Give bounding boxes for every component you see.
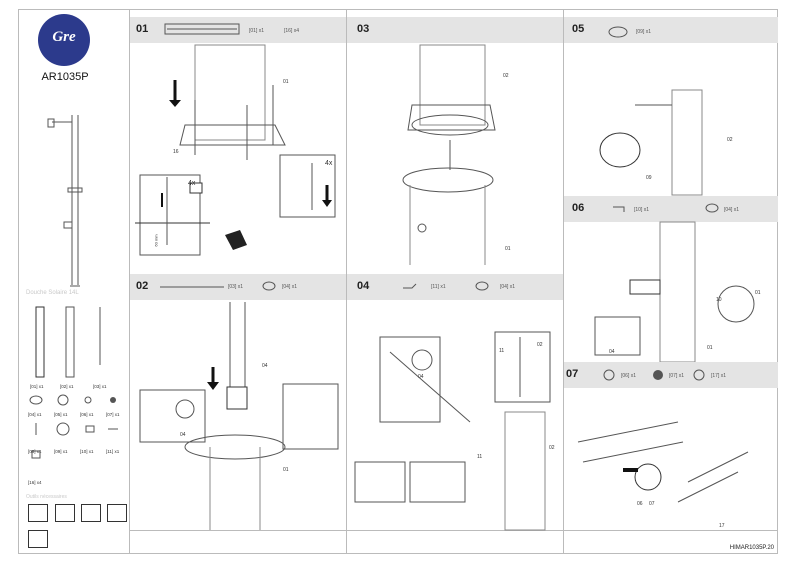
part-08: [08] x1: [28, 449, 42, 454]
step-05-drawing: [599, 89, 703, 196]
step-02-label-04-a: 04: [262, 363, 268, 369]
part-04: [04] x1: [28, 412, 42, 417]
step-06-number: 06: [572, 202, 585, 214]
step-03-number: 03: [357, 23, 370, 35]
step-02-part-ring-icon: [262, 281, 276, 291]
step-04-drawing: [354, 331, 551, 531]
step-07-drawing: [577, 421, 749, 503]
step-05-label-02: 02: [727, 137, 733, 143]
part-07: [07] x1: [106, 412, 120, 417]
logo-text: Gre: [52, 29, 76, 45]
tool-saw-icon: [28, 530, 48, 548]
step-01-label-4x-b: 4x: [325, 160, 333, 167]
step-02-part-pipe-icon: [160, 286, 224, 288]
step-02-drawing: [139, 302, 339, 530]
part-16: [16] x4: [28, 480, 42, 485]
step-06-label-01-a: 01: [755, 290, 761, 296]
step-06-drawing: [594, 221, 755, 363]
step-01-label-16: 16: [173, 149, 179, 155]
step-03-label-02: 02: [503, 73, 509, 79]
step-03-header: [347, 17, 563, 43]
step-05-label-09: 09: [646, 175, 652, 181]
step-03-label-01: 01: [505, 246, 511, 252]
part-06: [06] x1: [80, 412, 94, 417]
tool-screwdriver-icon: [81, 504, 101, 522]
step-07-part-a: [06] x1: [621, 373, 637, 379]
step-07-part-disc-icon: [603, 369, 615, 381]
step-04-number: 04: [357, 280, 370, 292]
step-06-header: [564, 196, 778, 222]
parts-drawing-small: [29, 394, 118, 459]
shower-overview-drawing: [47, 115, 83, 287]
step-06-label-10: 10: [716, 297, 722, 303]
step-07-label-17: 17: [719, 523, 725, 529]
step-02-part-a: [03] x1: [228, 284, 244, 290]
step-04-part-a: [11] x1: [431, 284, 446, 290]
step-01-part-a: [01] x1: [249, 28, 265, 34]
step-04-label-02-a: 02: [537, 342, 543, 348]
tool-drill-icon: [107, 504, 127, 522]
step-07-label-07: 07: [649, 501, 655, 507]
part-09: [09] x1: [54, 449, 68, 454]
step-02-number: 02: [136, 280, 149, 292]
step-01-part-b: [16] x4: [284, 28, 300, 34]
step-05-header: [564, 17, 778, 43]
step-07-part-b: [07] x1: [669, 373, 685, 379]
document-code: HIMAR1035P.20: [729, 545, 774, 551]
page-frame: [18, 9, 778, 554]
step-07-part-valve-icon: [693, 369, 705, 381]
step-06-part-ring-icon: [705, 203, 719, 213]
part-01: [01] x1: [30, 384, 44, 389]
part-02: [02] x1: [60, 384, 74, 389]
step-06-part-tap-icon: [613, 206, 625, 212]
step-07-part-c: [17] x1: [711, 373, 727, 379]
step-04-part-elbow-icon: [403, 283, 417, 289]
subtitle: Douche Solaire 14L: [26, 290, 79, 296]
step-01-number: 01: [136, 23, 149, 35]
step-07-number: 07: [566, 368, 579, 380]
step-07-label-06: 06: [637, 501, 643, 507]
brand-logo: Gre: [38, 14, 90, 66]
step-03-drawing: [402, 44, 496, 265]
part-05: [05] x1: [54, 412, 68, 417]
step-06-part-a: [10] x1: [634, 207, 650, 213]
step-04-label-11-b: 11: [499, 348, 505, 354]
step-07-header: [564, 362, 778, 388]
step-05-part-a: [09] x1: [636, 29, 652, 35]
step-04-label-04: 04: [418, 374, 424, 380]
step-06-label-04: 04: [609, 349, 615, 355]
step-02-label-01: 01: [283, 467, 289, 473]
step-04-label-02-b: 02: [549, 445, 555, 451]
step-01-drawing: [135, 44, 336, 256]
step-07-part-cap-icon: [653, 370, 663, 380]
part-11: [11] x1: [106, 449, 120, 454]
step-01-header: [130, 17, 346, 43]
parts-drawing-poles: [35, 306, 101, 378]
tools-title: Outils nécessaires: [26, 494, 67, 500]
step-05-number: 05: [572, 23, 585, 35]
divider-bottom: [130, 530, 778, 531]
step-01-part-plate-icon: [164, 23, 240, 35]
step-02-part-b: [04] x1: [282, 284, 298, 290]
part-03: [03] x1: [93, 384, 107, 389]
divider-col-1: [346, 9, 347, 554]
tool-wrench-icon: [28, 504, 48, 522]
model-number: AR1035P: [41, 71, 89, 83]
step-04-part-b: [04] x1: [500, 284, 516, 290]
step-04-header: [347, 274, 563, 300]
step-04-part-ring-icon: [475, 281, 489, 291]
part-10: [10] x1: [80, 449, 94, 454]
step-01-label-4x-a: 4x: [188, 180, 196, 187]
tool-level-icon: [55, 504, 75, 522]
step-01-label-01: 01: [283, 79, 289, 85]
sidebar: [18, 9, 130, 554]
divider-col-2: [563, 9, 564, 554]
step-01-label-60mm: 60 mm: [153, 234, 159, 247]
step-06-part-b: [04] x1: [724, 207, 740, 213]
step-05-part-showerhead-icon: [608, 26, 628, 38]
step-02-label-04-b: 04: [180, 432, 186, 438]
step-04-label-11-a: 11: [477, 454, 483, 460]
step-06-label-01-b: 01: [707, 345, 713, 351]
